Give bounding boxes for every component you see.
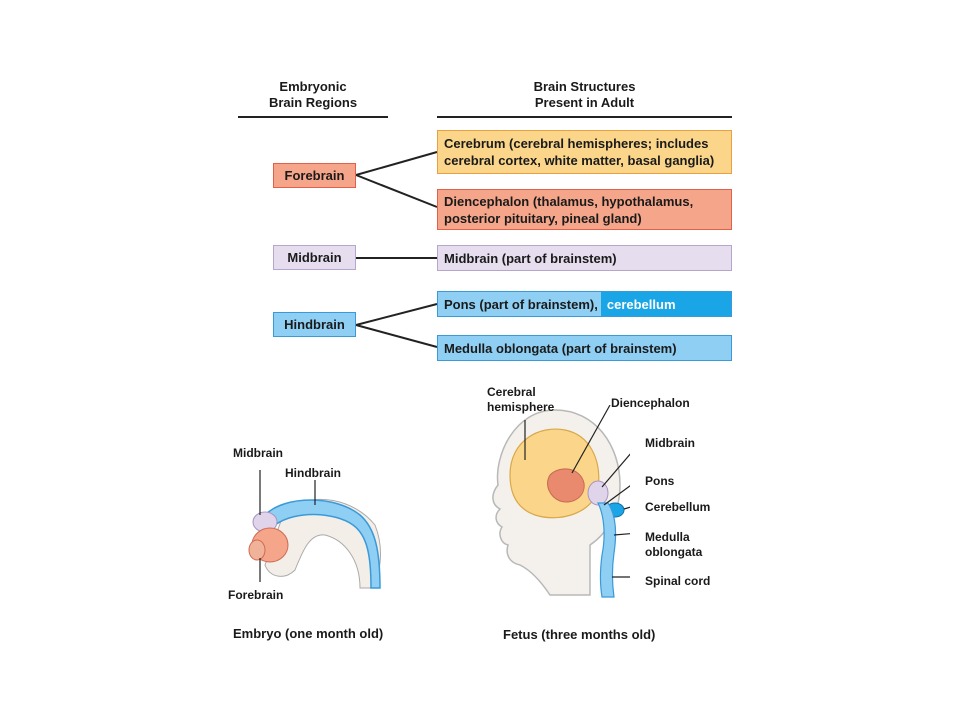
pons-structure-label: Pons (part of brainstem), bbox=[438, 292, 601, 316]
fetus-midbrain bbox=[587, 480, 609, 506]
diencephalon-structure-box: Diencephalon (thalamus, hypothalamus, po… bbox=[437, 189, 732, 230]
fetus-caption: Fetus (three months old) bbox=[503, 627, 656, 642]
hindbrain-region-box: Hindbrain bbox=[273, 312, 356, 337]
cerebrum-structure-box: Cerebrum (cerebral hemispheres; includes… bbox=[437, 130, 732, 174]
forebrain-to-diencephalon-line bbox=[355, 174, 438, 208]
midbrain-structure-box: Midbrain (part of brainstem) bbox=[437, 245, 732, 271]
fetus-cerebellum-label: Cerebellum bbox=[645, 500, 711, 514]
hindbrain-to-pons-line bbox=[355, 303, 438, 326]
embryo-forebrain-label: Forebrain bbox=[228, 588, 284, 602]
fetus-cerebral-hemisphere-label: Cerebral hemisphere bbox=[487, 385, 555, 414]
embryo-illustration bbox=[248, 470, 381, 589]
embryonic-header-rule bbox=[238, 116, 388, 118]
fetus-spinal-cord bbox=[597, 502, 617, 598]
embryo-hindbrain-label: Hindbrain bbox=[285, 466, 341, 480]
embryonic-header: Embryonic Brain Regions bbox=[268, 79, 358, 110]
adult-header: Brain Structures Present in Adult bbox=[533, 79, 636, 110]
embryo-midbrain-label: Midbrain bbox=[233, 446, 283, 460]
fetus-diencephalon-label: Diencephalon bbox=[611, 396, 690, 410]
fetus-spinal-cord-label: Spinal cord bbox=[645, 574, 711, 588]
embryo-caption: Embryo (one month old) bbox=[233, 626, 384, 641]
embryo-hindbrain bbox=[263, 499, 381, 589]
medulla-structure-box: Medulla oblongata (part of brainstem) bbox=[437, 335, 732, 361]
forebrain-to-cerebrum-line bbox=[355, 151, 438, 176]
fetus-diencephalon bbox=[547, 468, 585, 503]
midbrain-region-box: Midbrain bbox=[273, 245, 356, 270]
fetus-pons-label: Pons bbox=[645, 474, 675, 488]
fetus-illustration bbox=[492, 405, 630, 598]
fetus-midbrain-label: Midbrain bbox=[645, 436, 695, 450]
fetus-medulla-label: Medulla oblongata bbox=[645, 530, 703, 559]
pons-cerebellum-structure-box: Pons (part of brainstem), cerebellum bbox=[437, 291, 732, 317]
cerebellum-structure-label: cerebellum bbox=[606, 296, 676, 312]
hindbrain-to-medulla-line bbox=[355, 324, 438, 348]
forebrain-region-box: Forebrain bbox=[273, 163, 356, 188]
adult-header-rule bbox=[437, 116, 732, 118]
